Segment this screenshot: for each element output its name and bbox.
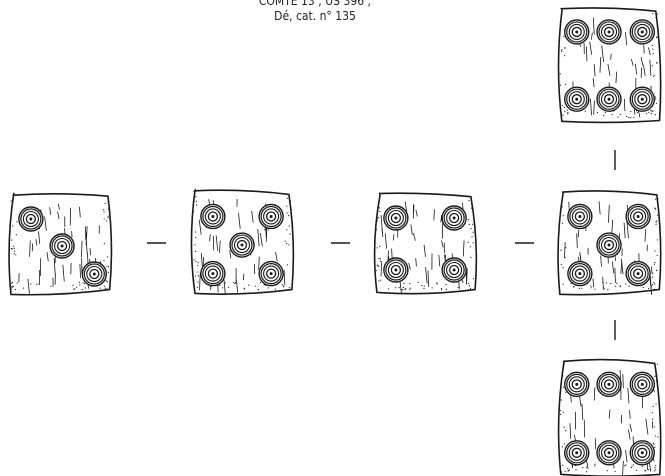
face-four bbox=[373, 192, 478, 295]
pip bbox=[200, 260, 226, 287]
pip bbox=[567, 260, 593, 287]
pip bbox=[383, 205, 409, 231]
pip bbox=[596, 19, 622, 45]
pip bbox=[383, 257, 409, 283]
grain-hatching bbox=[380, 201, 468, 295]
pip bbox=[596, 440, 622, 466]
stippling bbox=[10, 200, 110, 291]
pip bbox=[629, 86, 655, 112]
pip bbox=[18, 206, 44, 232]
pip bbox=[441, 205, 467, 231]
face-five-right bbox=[557, 190, 662, 296]
pip bbox=[629, 371, 655, 398]
pip bbox=[596, 232, 622, 258]
pip bbox=[596, 371, 622, 398]
pip bbox=[258, 203, 284, 230]
connectors bbox=[147, 150, 616, 340]
pip bbox=[229, 232, 255, 258]
figure-caption: COMTE 13 ; US 396 ; Dé, cat. n° 135 bbox=[215, 0, 415, 24]
pip bbox=[625, 203, 651, 230]
pip bbox=[596, 86, 622, 112]
face-six-bottom bbox=[557, 358, 662, 476]
pip bbox=[629, 19, 655, 45]
pip bbox=[81, 261, 108, 287]
pip bbox=[625, 260, 651, 287]
face-three bbox=[8, 192, 113, 296]
caption-line-1: COMTE 13 ; US 396 ; bbox=[258, 0, 372, 8]
pip bbox=[200, 203, 226, 230]
pip bbox=[564, 19, 590, 45]
pip bbox=[567, 203, 593, 230]
face-six-top bbox=[557, 7, 662, 124]
caption-line-2: Dé, cat. n° 135 bbox=[274, 9, 356, 23]
pip bbox=[441, 257, 467, 283]
pip bbox=[564, 86, 590, 112]
pip bbox=[49, 233, 75, 259]
pip bbox=[564, 440, 590, 466]
pip bbox=[629, 440, 655, 466]
die-faces bbox=[8, 7, 662, 476]
pip bbox=[564, 371, 590, 398]
pip bbox=[258, 260, 284, 287]
face-five bbox=[190, 188, 295, 296]
